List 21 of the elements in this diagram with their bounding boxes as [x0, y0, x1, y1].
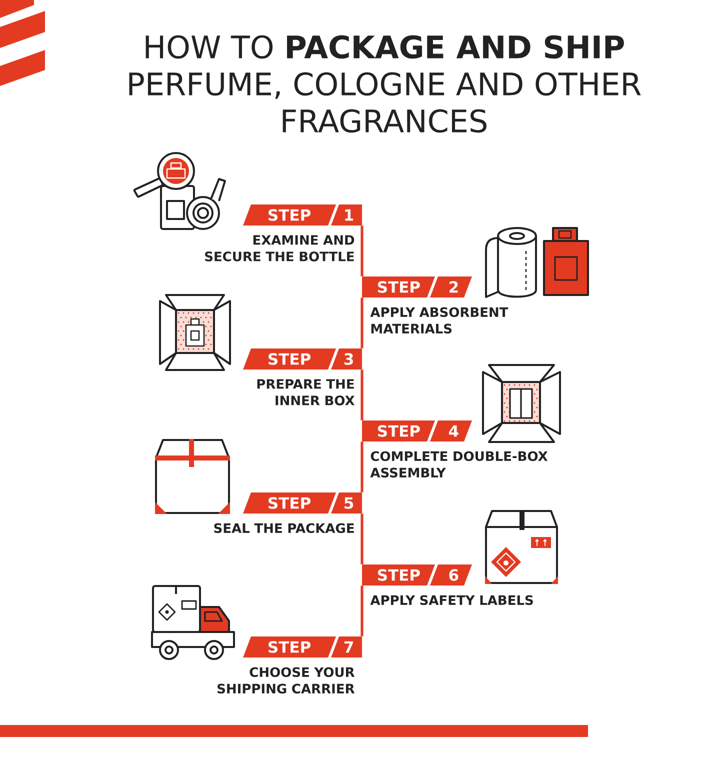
step-tag: STEP 7 [243, 636, 362, 658]
step-tag: STEP 3 [243, 348, 362, 370]
connector-line [360, 370, 364, 420]
step-caption: APPLY SAFETY LABELS [370, 595, 533, 606]
step-tag: STEP 2 [362, 276, 472, 298]
title: HOW TO PACKAGE AND SHIP PERFUME, COLOGNE AND OTHER FRAGRANCES [129, 35, 641, 133]
step-tag: STEP 1 [243, 204, 362, 226]
step-tag: STEP 4 [362, 420, 472, 442]
connector-line [360, 226, 364, 276]
step-caption: COMPLETE DOUBLE-BOX ASSEMBLY [370, 451, 548, 478]
step-caption: SEAL THE PACKAGE [214, 523, 354, 534]
step-caption: PREPARE THE INNER BOX [257, 379, 355, 406]
connector-line [360, 514, 364, 564]
step-caption: APPLY ABSORBENT MATERIALS [370, 307, 508, 334]
connector-line [360, 442, 364, 492]
step-tag: STEP 6 [362, 564, 472, 586]
step-caption: EXAMINE AND SECURE THE BOTTLE [205, 235, 354, 262]
connector-line [360, 586, 364, 636]
step-tag: STEP 5 [243, 492, 362, 514]
connector-line [360, 298, 364, 348]
step-caption: CHOOSE YOUR SHIPPING CARRIER [218, 667, 355, 694]
